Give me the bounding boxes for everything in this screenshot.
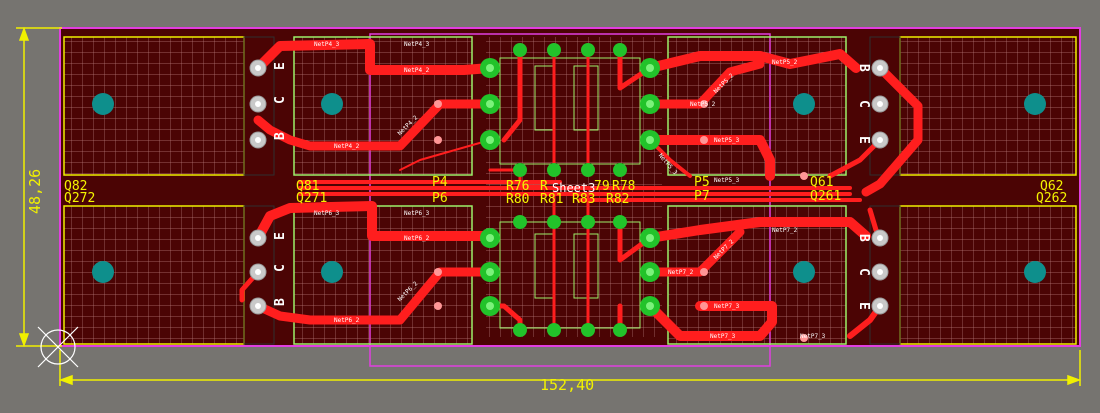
svg-text:E: E [273,232,288,240]
svg-text:P7: P7 [694,189,710,204]
svg-text:Q62: Q62 [1040,179,1063,194]
svg-text:Q261: Q261 [810,189,841,204]
svg-text:NetP5_2: NetP5_2 [690,101,716,108]
svg-text:NetP6_2: NetP6_2 [404,235,430,242]
svg-text:NetP6_3: NetP6_3 [314,210,340,217]
svg-text:Q82: Q82 [64,179,87,194]
svg-text:P6: P6 [432,191,448,206]
svg-text:R80: R80 [506,192,529,207]
svg-text:Q271: Q271 [296,191,327,206]
svg-text:P5: P5 [694,175,710,190]
svg-text:NetP6_3: NetP6_3 [404,210,430,217]
svg-text:B: B [273,132,288,140]
svg-text:NetP6_2: NetP6_2 [334,317,360,324]
svg-text:Q262: Q262 [1036,191,1067,206]
dimension-width-value: 152,40 [540,376,594,394]
svg-text:NetP5_3: NetP5_3 [714,177,740,184]
svg-text:E: E [856,136,871,144]
svg-text:NetP4_2: NetP4_2 [334,143,360,150]
svg-text:B: B [856,234,871,242]
svg-text:C: C [273,264,288,272]
svg-text:Sheet3: Sheet3 [552,181,595,195]
svg-text:NetP5_2: NetP5_2 [772,59,798,66]
svg-text:R: R [540,179,548,194]
svg-text:NetP4_3: NetP4_3 [404,41,430,48]
svg-text:NetP7_3: NetP7_3 [800,333,826,340]
svg-text:NetP7_2: NetP7_2 [772,227,798,234]
svg-text:R76: R76 [506,179,529,194]
pin-labels: E C B E C B B C E B C E [273,62,871,310]
dimension-height [16,26,62,348]
svg-text:C: C [273,96,288,104]
svg-text:R78: R78 [612,179,635,194]
svg-text:C: C [856,100,871,108]
svg-text:NetP7_3: NetP7_3 [710,333,736,340]
origin-marker-icon [37,326,79,368]
svg-text:B: B [273,298,288,306]
svg-text:P4: P4 [432,175,448,190]
svg-text:NetP7_3: NetP7_3 [714,303,740,310]
svg-text:C: C [856,268,871,276]
svg-text:Q61: Q61 [810,175,833,190]
dimension-width [58,350,1082,386]
dimension-height-value: 48,26 [26,169,44,214]
svg-text:Q272: Q272 [64,191,95,206]
svg-text:Q81: Q81 [296,179,319,194]
mounting-holes [92,93,1046,283]
svg-text:79: 79 [594,179,610,194]
svg-text:E: E [856,302,871,310]
svg-text:NetP4_2: NetP4_2 [404,67,430,74]
svg-text:NetP5_3: NetP5_3 [714,137,740,144]
svg-text:B: B [856,64,871,72]
connector-pads [434,43,808,342]
svg-text:R82: R82 [606,192,629,207]
designator-labels: Q82 Q272 Q81 Q271 P4 P6 R76 R Sheet3 79 … [64,175,1067,207]
svg-text:E: E [273,62,288,70]
svg-text:R83: R83 [572,192,595,207]
svg-text:NetP7_2: NetP7_2 [668,269,694,276]
svg-text:NetP4_3: NetP4_3 [314,41,340,48]
svg-text:R81: R81 [540,192,563,207]
